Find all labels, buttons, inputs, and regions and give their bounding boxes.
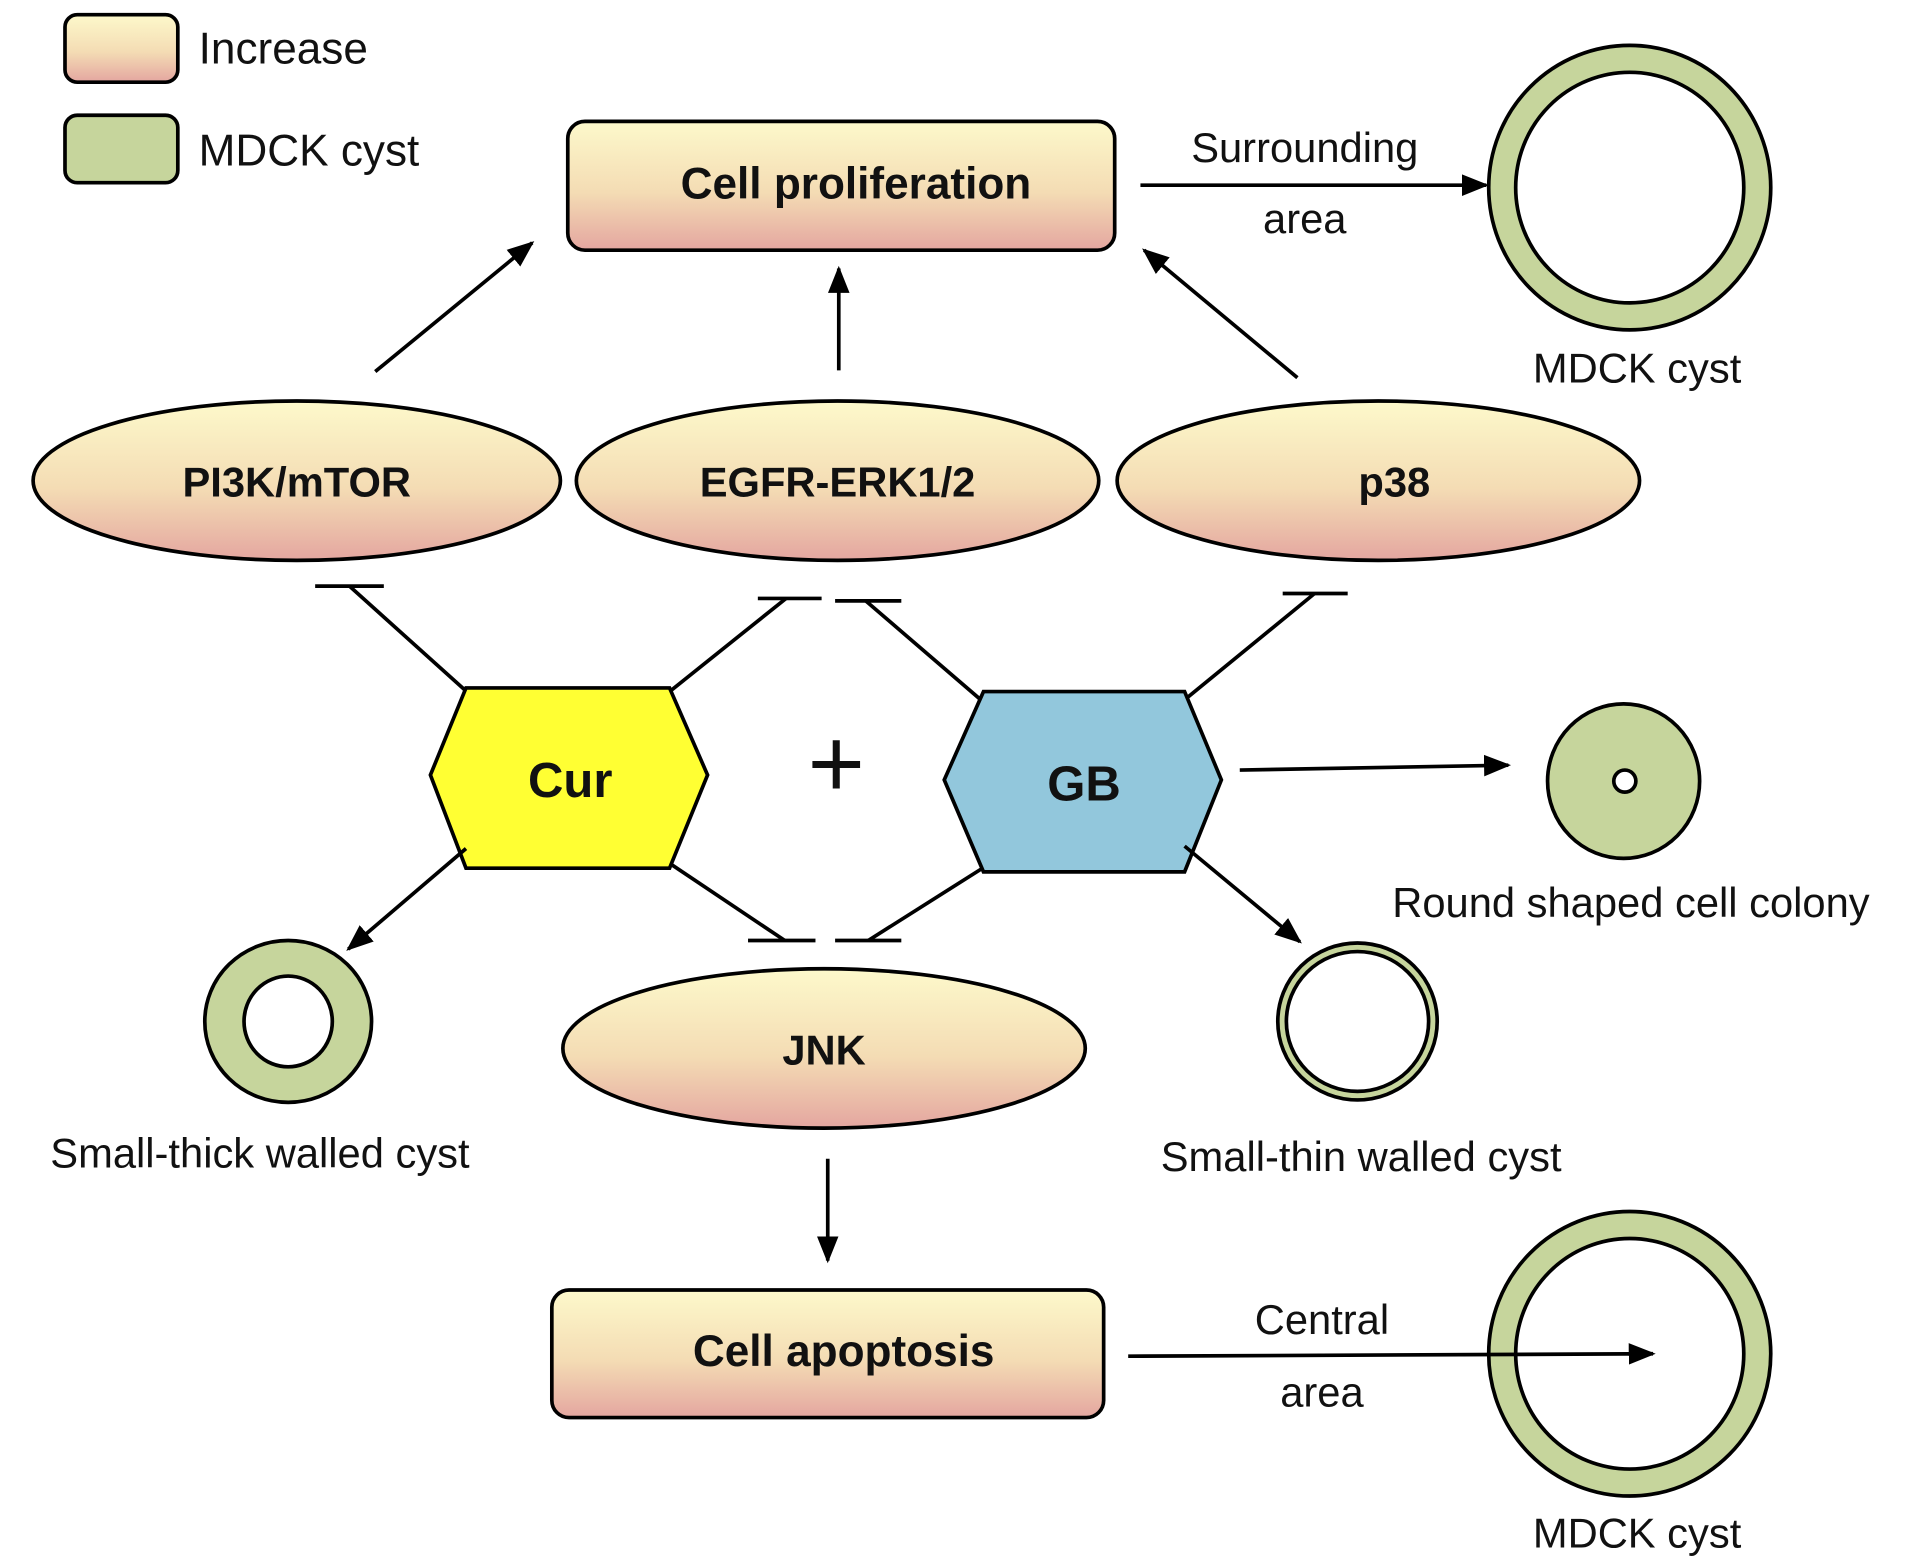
cur-node: Cur <box>428 686 710 871</box>
gb-label: GB <box>1047 758 1121 812</box>
small-thick-label: Small-thick walled cyst <box>50 1129 470 1176</box>
p38-label: p38 <box>1358 459 1430 506</box>
jnk-label: JNK <box>782 1026 865 1073</box>
small-thin-label: Small-thin walled cyst <box>1161 1133 1562 1180</box>
inhibition-gb-p38 <box>1178 591 1348 706</box>
arrow-apoptosis-to-cyst <box>1128 1343 1656 1365</box>
cell-apoptosis-label: Cell apoptosis <box>693 1327 995 1376</box>
arrow-gb-to-round-colony <box>1239 754 1512 777</box>
mdck-cyst-top-label: MDCK cyst <box>1533 345 1742 392</box>
pi3k-mtor-node: PI3K/mTOR <box>31 399 563 563</box>
arrow-p38-to-proliferation <box>1142 248 1299 380</box>
inhibition-gb-egfr <box>835 599 990 708</box>
gb-node: GB <box>942 689 1224 874</box>
round-cell-colony <box>1545 702 1702 861</box>
cell-apoptosis-node: Cell apoptosis <box>549 1288 1106 1420</box>
legend-swatch-increase <box>63 12 180 84</box>
pi3k-mtor-label: PI3K/mTOR <box>182 459 411 506</box>
jnk-node: JNK <box>561 966 1088 1130</box>
legend-label-increase: Increase <box>199 25 368 74</box>
arrow-pi3k-to-proliferation <box>374 241 535 373</box>
inhibition-cur-jnk <box>664 859 816 943</box>
central-label: Central <box>1255 1296 1389 1343</box>
inhibition-gb-jnk <box>835 862 990 943</box>
surrounding-label: Surrounding <box>1191 124 1418 171</box>
small-thin-walled-cyst <box>1275 941 1440 1102</box>
legend: Increase MDCK cyst <box>63 12 420 185</box>
cell-proliferation-label: Cell proliferation <box>681 160 1032 209</box>
cell-proliferation-node: Cell proliferation <box>565 119 1117 252</box>
area-label-bottom: area <box>1280 1368 1364 1415</box>
legend-label-mdck: MDCK cyst <box>199 127 420 176</box>
plus-sign: + <box>808 708 865 818</box>
inhibition-cur-pi3k <box>315 584 474 698</box>
inhibition-cur-egfr <box>662 596 822 698</box>
arrow-gb-to-thin-cyst <box>1183 844 1302 944</box>
egfr-erk-label: EGFR-ERK1/2 <box>700 459 976 506</box>
p38-node: p38 <box>1115 399 1642 563</box>
mdck-cyst-bottom-label: MDCK cyst <box>1533 1510 1742 1557</box>
mdck-cyst-top <box>1486 43 1773 332</box>
egfr-erk-node: EGFR-ERK1/2 <box>574 399 1101 563</box>
small-thick-walled-cyst <box>202 938 374 1105</box>
arrow-cur-to-thick-cyst <box>346 847 468 951</box>
area-label-top: area <box>1263 195 1347 242</box>
legend-swatch-mdck <box>63 113 180 185</box>
round-colony-label: Round shaped cell colony <box>1392 879 1870 926</box>
cur-label: Cur <box>528 754 612 808</box>
